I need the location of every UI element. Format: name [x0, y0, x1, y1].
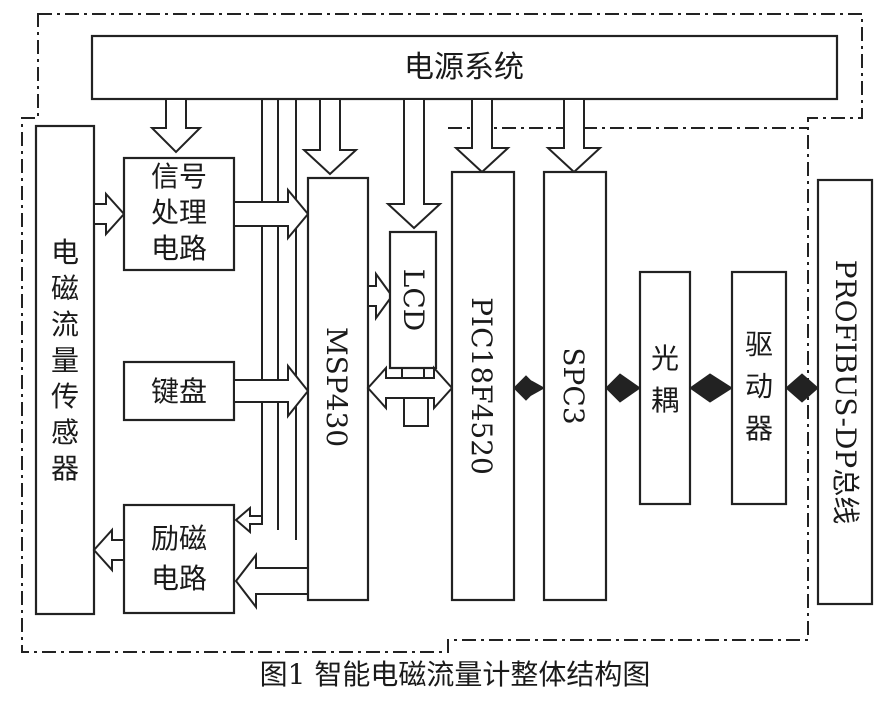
driver-label-1: 驱 [745, 328, 773, 361]
sensor-char: 量 [51, 344, 79, 377]
msp430-label: MSP430 [320, 327, 353, 447]
pic-spc-link-arrow [513, 375, 546, 401]
figure-caption: 图1 智能电磁流量计整体结构图 [260, 658, 651, 691]
power-arrow-msp [301, 98, 359, 176]
keyboard-label: 键盘 [151, 375, 207, 408]
power-arrow-lcd [385, 98, 443, 230]
keyboard-block [122, 360, 236, 422]
signal-processing-block [122, 156, 236, 272]
sensor-to-signal-arrow [93, 191, 126, 237]
pic18f4520-block [450, 170, 516, 602]
opto-driver-link-arrow [689, 373, 733, 403]
excitation-label-2: 电路 [151, 562, 207, 595]
signal-processing-label-2: 处理 [151, 196, 207, 229]
signal-processing-label-3: 电路 [151, 232, 207, 265]
driver-label-2: 动 [745, 370, 773, 403]
excitation-circuit-block [122, 503, 236, 615]
power-arrow-spc [545, 98, 603, 174]
driver-bus-link-arrow [785, 373, 819, 403]
spc3-block [542, 170, 608, 602]
outer-dashed-boundary [21, 13, 863, 653]
power-arrow-pic [453, 98, 511, 174]
driver-block [730, 270, 788, 506]
signal-to-msp-arrow [233, 187, 310, 241]
sensor-char: 传 [51, 380, 79, 413]
sensor-label: 电 磁 流 量 传 感 器 [51, 236, 79, 485]
lcd-label: LCD [397, 269, 430, 331]
excitation-to-sensor-arrow [92, 527, 125, 573]
signal-processing-label-1: 信号 [151, 160, 207, 193]
sensor-char: 感 [51, 416, 79, 449]
optocoupler-label-2: 耦 [651, 384, 679, 417]
msp-to-lcd-arrow [367, 270, 394, 322]
profibus-dp-bus-label: PROFIBUS-DP总线 [829, 260, 862, 525]
sensor-char: 磁 [51, 272, 79, 305]
msp-pic-bracket [403, 398, 429, 427]
sensor-char: 电 [51, 236, 79, 269]
msp-to-excitation-arrow [234, 552, 309, 610]
optocoupler-block [638, 270, 692, 506]
sensor-char: 器 [51, 452, 79, 485]
spc3-label: SPC3 [557, 347, 590, 424]
optocoupler-label-1: 光 [651, 342, 679, 375]
excitation-label-1: 励磁 [151, 522, 207, 555]
profibus-dp-bus-block [816, 178, 874, 606]
keyboard-to-msp-arrow [233, 363, 310, 419]
spc-opto-link-arrow [605, 373, 641, 403]
power-system-block [90, 34, 839, 101]
power-system-label: 电源系统 [404, 50, 524, 85]
lcd-block [388, 230, 438, 370]
pic18f4520-label: PIC18F4520 [465, 297, 498, 475]
msp430-block [306, 176, 370, 602]
driver-label-3: 器 [745, 412, 773, 445]
msp-pic-bidirectional-arrow [366, 365, 454, 411]
sensor-block [34, 124, 96, 616]
power-to-excitation-arrow [234, 505, 263, 535]
power-arrow-signal [149, 98, 203, 154]
sensor-char: 流 [51, 308, 79, 341]
